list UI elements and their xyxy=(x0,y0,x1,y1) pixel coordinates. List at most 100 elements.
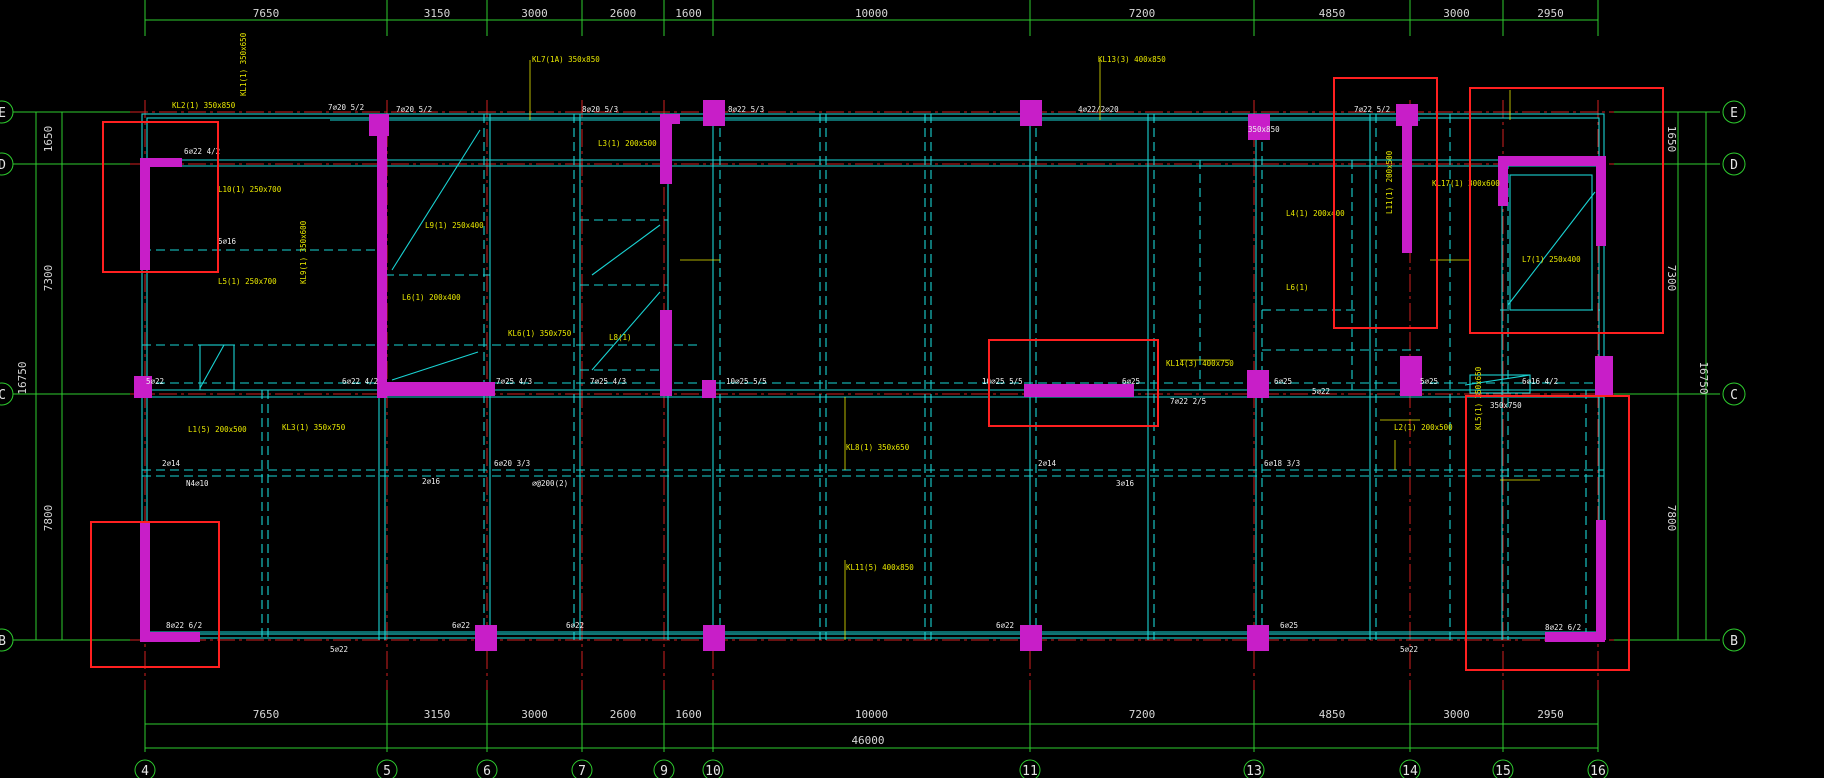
beam-label-9: KL6(1) 350x750 xyxy=(508,329,572,338)
row-bubble-C-0 xyxy=(0,382,14,406)
bottom-dim-7: 4850 xyxy=(1319,708,1346,721)
rebar-label-33: 2⌀14 xyxy=(1038,459,1057,468)
beam-label-23: L6(1) xyxy=(1286,283,1309,292)
col-axis-label-5: 5 xyxy=(383,764,391,778)
right-dim-1: 1650 xyxy=(1665,126,1678,153)
rebar-label-14: 6⌀25 xyxy=(1122,377,1140,386)
rebar-label-37: 7⌀22 2/5 xyxy=(1170,397,1206,406)
col-bubble-15 xyxy=(1492,759,1514,778)
bottom-dim-2: 3000 xyxy=(521,708,548,721)
bottom-dim-4: 1600 xyxy=(675,708,702,721)
col-axis-label-10: 10 xyxy=(705,764,721,778)
col-bubble-6 xyxy=(476,759,498,778)
beam-label-20: L2(1) 200x500 xyxy=(1394,423,1453,432)
row-axis-label-C-0: C xyxy=(0,388,6,403)
highlight-box-3 xyxy=(988,339,1159,427)
highlight-boxes xyxy=(90,77,1664,671)
col-axis-label-9: 9 xyxy=(660,764,668,778)
rebar-label-13: 10⌀25 5/5 xyxy=(982,377,1023,386)
axis-grid xyxy=(10,0,1720,752)
rebar-label-31: 6⌀20 3/3 xyxy=(494,459,530,468)
left-dim-3: 7800 xyxy=(42,505,55,532)
col-bubble-4 xyxy=(134,759,156,778)
col-bubble-13 xyxy=(1243,759,1265,778)
row-bubble-D-0 xyxy=(0,152,14,176)
rebar-label-22: 5⌀22 xyxy=(330,645,348,654)
right-total-dim: 16750 xyxy=(1697,361,1710,394)
beam-lines xyxy=(141,113,1605,640)
leader-lines xyxy=(529,60,1540,640)
row-axis-label-E-1: E xyxy=(1730,106,1738,121)
top-dim-0: 7650 xyxy=(253,7,280,20)
rebar-label-12: 10⌀25 5/5 xyxy=(726,377,767,386)
col-axis-label-4: 4 xyxy=(141,764,149,778)
bottom-dim-5: 10000 xyxy=(855,708,888,721)
rebar-label-20: 350x850 xyxy=(1248,125,1280,134)
rebar-label-16: 5⌀22 xyxy=(1312,387,1330,396)
beam-label-4: L9(1) 250x400 xyxy=(425,221,484,230)
col-bubble-10 xyxy=(702,759,724,778)
rebar-label-11: 7⌀25 4/3 xyxy=(590,377,626,386)
row-bubble-B-0 xyxy=(0,628,14,652)
beam-label-12: KL8(1) 350x650 xyxy=(846,443,910,452)
beam-label-11: KL3(1) 350x750 xyxy=(282,423,346,432)
bottom-dim-6: 7200 xyxy=(1129,708,1156,721)
top-dim-5: 10000 xyxy=(855,7,888,20)
bottom-dim-1: 3150 xyxy=(424,708,451,721)
beam-label-15: KL14(3) 400x750 xyxy=(1166,359,1234,368)
highlight-box-6 xyxy=(1465,395,1630,671)
top-dim-8: 3000 xyxy=(1443,7,1470,20)
beam-label-19: L7(1) 250x400 xyxy=(1522,255,1581,264)
bottom-dim-8: 3000 xyxy=(1443,708,1470,721)
beam-label-21: KL5(1) 350x650 xyxy=(1474,366,1483,430)
rebar-label-1: 7⌀20 5/2 xyxy=(396,105,432,114)
top-dim-2: 3000 xyxy=(521,7,548,20)
beam-label-2: L10(1) 250x700 xyxy=(218,185,282,194)
rebar-label-19: 350x750 xyxy=(1490,401,1522,410)
beam-label-7: KL9(1) 350x600 xyxy=(299,220,308,284)
row-bubble-B-1 xyxy=(1722,628,1746,652)
rebar-label-15: 6⌀25 xyxy=(1274,377,1292,386)
columns xyxy=(134,100,1613,651)
row-axis-label-E-0: E xyxy=(0,106,6,121)
rebar-label-10: 7⌀25 4/3 xyxy=(496,377,532,386)
row-axis-label-B-1: B xyxy=(1730,634,1738,649)
beam-label-17: L11(1) 200x500 xyxy=(1385,150,1394,214)
rebar-label-5: 7⌀22 5/2 xyxy=(1354,105,1390,114)
bottom-dim-3: 2600 xyxy=(610,708,637,721)
col-axis-label-15: 15 xyxy=(1495,764,1511,778)
col-bubble-9 xyxy=(653,759,675,778)
rebar-label-17: 5⌀25 xyxy=(1420,377,1438,386)
row-axis-label-C-1: C xyxy=(1730,388,1738,403)
row-bubble-E-0 xyxy=(0,100,14,124)
row-axis-label-D-0: D xyxy=(0,158,6,173)
rebar-label-18: 6⌀16 4/2 xyxy=(1522,377,1558,386)
beam-label-14: KL13(3) 400x850 xyxy=(1098,55,1166,64)
col-bubble-5 xyxy=(376,759,398,778)
rebar-label-25: 6⌀22 xyxy=(996,621,1014,630)
rebar-label-6: 6⌀22 4/2 xyxy=(184,147,220,156)
highlight-box-2 xyxy=(90,521,220,668)
beam-label-18: KL17(1) 300x600 xyxy=(1432,179,1500,188)
beam-label-8: L3(1) 200x500 xyxy=(598,139,657,148)
rebar-label-32: ⌀@200(2) xyxy=(532,479,568,488)
col-axis-label-14: 14 xyxy=(1402,764,1418,778)
left-total-dim: 16750 xyxy=(16,361,29,394)
beam-label-0: KL2(1) 350x850 xyxy=(172,101,236,110)
rebar-label-24: 6⌀22 xyxy=(566,621,584,630)
beam-label-22: L8(1) xyxy=(609,333,632,342)
shear-walls xyxy=(140,108,1606,642)
row-bubble-C-1 xyxy=(1722,382,1746,406)
row-bubble-D-1 xyxy=(1722,152,1746,176)
rebar-label-29: 2⌀14 xyxy=(162,459,181,468)
beam-label-10: L1(5) 200x500 xyxy=(188,425,247,434)
right-dim-2: 7300 xyxy=(1665,265,1678,292)
beam-label-5: L6(1) 200x400 xyxy=(402,293,461,302)
dimension-right: 1650 7300 7800 16750 xyxy=(1665,126,1710,532)
col-bubble-7 xyxy=(571,759,593,778)
dimension-left: 1650 7300 7800 16750 xyxy=(16,126,55,532)
